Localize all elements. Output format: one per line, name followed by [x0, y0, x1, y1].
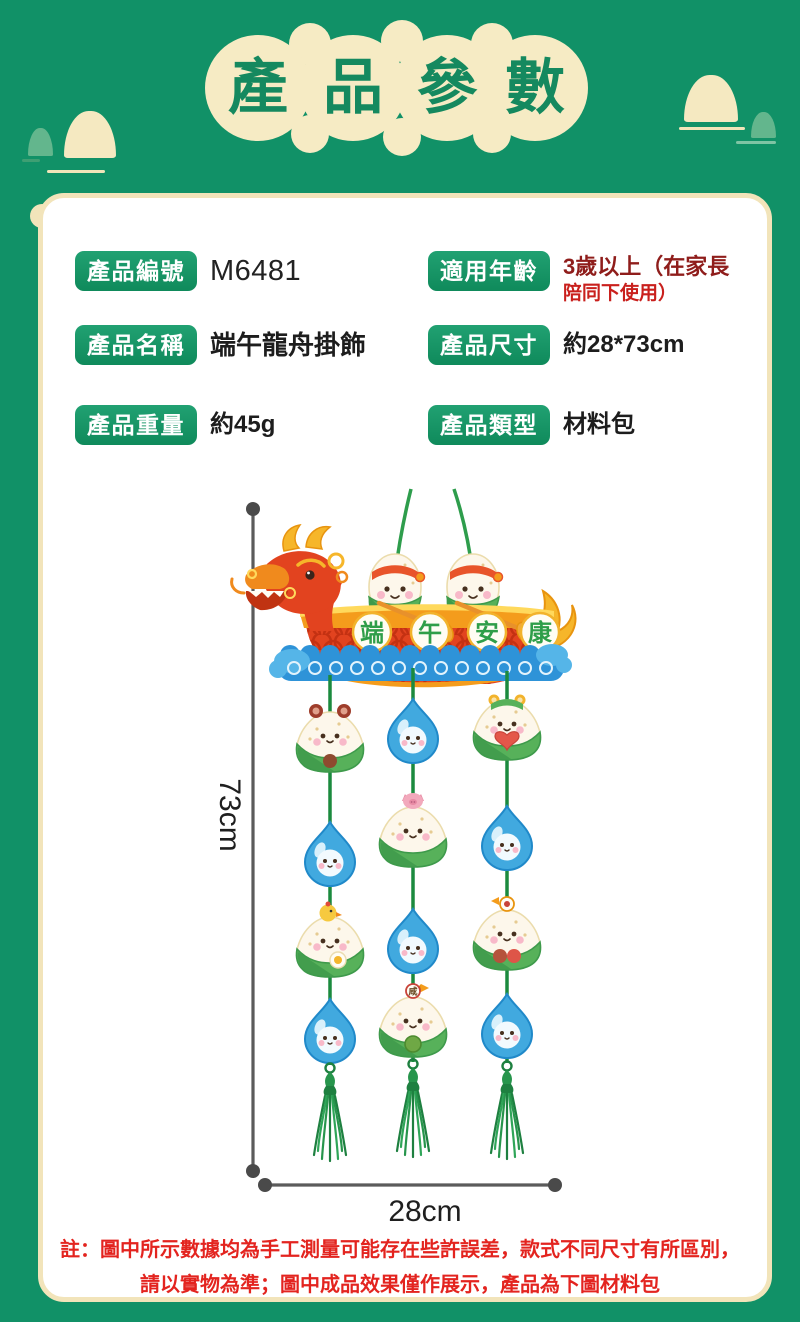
waterdrop-charm	[304, 821, 356, 887]
spec-label-badge: 適用年齡	[428, 251, 550, 291]
spec-row-product-name: 產品名稱 端午龍舟掛飾	[75, 325, 366, 365]
spec-value-product-name: 端午龍舟掛飾	[210, 330, 367, 360]
banner-char: 安	[475, 619, 499, 647]
spec-value-age: 3歲以上（在家長 陪同下使用）	[563, 252, 729, 306]
spec-label-badge: 產品類型	[428, 405, 550, 445]
tassel-icon	[489, 1060, 525, 1161]
boat-banner: 端 午 安 康	[351, 611, 561, 653]
page-title-cloud: 產 品 參 數	[0, 0, 800, 170]
waterdrop-charm	[387, 908, 439, 974]
fruit-sign-topper	[491, 896, 521, 963]
spec-value-type: 材料包	[563, 411, 635, 438]
spec-row-type: 產品類型 材料包	[428, 405, 635, 445]
spec-row-weight: 產品重量 約45g	[75, 405, 275, 445]
banner-char: 午	[418, 619, 442, 647]
chick-topper	[319, 901, 347, 969]
waterdrop-charm	[387, 698, 439, 764]
page-title-char: 產	[228, 54, 288, 121]
spec-row-size: 產品尺寸 約28*73cm	[428, 325, 684, 365]
tassel-icon	[312, 1062, 348, 1163]
spec-value-product-code: M6481	[210, 255, 302, 287]
waterdrop-charm	[481, 993, 533, 1059]
age-line2: 陪同下使用）	[563, 283, 678, 304]
spec-label-badge: 產品重量	[75, 405, 197, 445]
tiger-heart-topper	[488, 694, 526, 752]
left-dome-underline	[47, 170, 105, 173]
right-dome-underline	[679, 127, 745, 130]
cloud-circle	[300, 35, 406, 141]
page-title-char: 參	[417, 54, 477, 121]
spec-row-age: 適用年齡 3歲以上（在家長 陪同下使用）	[428, 251, 729, 306]
page-title-char: 數	[505, 54, 565, 121]
salty-sign-topper: 咸	[404, 983, 429, 1053]
footnote: 註：圖中所示數據均為手工測量可能存在些許誤差，款式不同尺寸有所區別， 請以實物為…	[0, 1233, 800, 1303]
banner-char: 康	[528, 619, 553, 647]
spec-label-badge: 產品名稱	[75, 325, 197, 365]
height-dimension: 73cm	[213, 502, 260, 1178]
pig-topper	[402, 793, 424, 809]
dragon-boat: 端 午 安 康	[230, 523, 577, 688]
dragon-head-icon	[230, 523, 349, 631]
left-dome-underline	[22, 159, 40, 162]
spec-label-badge: 產品編號	[75, 251, 197, 291]
zongzi-charm	[472, 909, 542, 971]
spec-value-size: 約28*73cm	[563, 331, 685, 358]
zongzi-charm	[295, 916, 365, 978]
banner-char: 端	[360, 620, 384, 647]
width-dimension-label: 28cm	[388, 1195, 461, 1225]
footnote-line2: 請以實物為準；圖中成品效果僅作展示，產品為下圖材料包	[140, 1274, 660, 1296]
product-figure: 73cm	[213, 488, 577, 1225]
waves	[269, 644, 572, 681]
spec-label-badge: 產品尺寸	[428, 325, 550, 365]
waterdrop-charm	[481, 805, 533, 871]
salty-charm-label: 咸	[408, 986, 417, 997]
cloud-circle	[482, 35, 588, 141]
right-dome-underline	[736, 141, 776, 144]
height-dimension-label: 73cm	[213, 778, 246, 851]
spec-value-weight: 約45g	[210, 411, 276, 438]
cloud-circle	[205, 35, 311, 141]
zongzi-charm	[378, 806, 448, 868]
tassel-icon	[395, 1058, 431, 1159]
width-dimension: 28cm	[258, 1178, 562, 1225]
waterdrop-charm	[304, 998, 356, 1064]
bear-topper	[309, 704, 351, 768]
footnote-line1: 註：圖中所示數據均為手工測量可能存在些許誤差，款式不同尺寸有所區別，	[60, 1239, 740, 1261]
spec-row-product-code: 產品編號 M6481	[75, 251, 301, 291]
age-line1: 3歲以上（在家長	[563, 254, 730, 279]
page-title-char: 品	[323, 54, 383, 121]
